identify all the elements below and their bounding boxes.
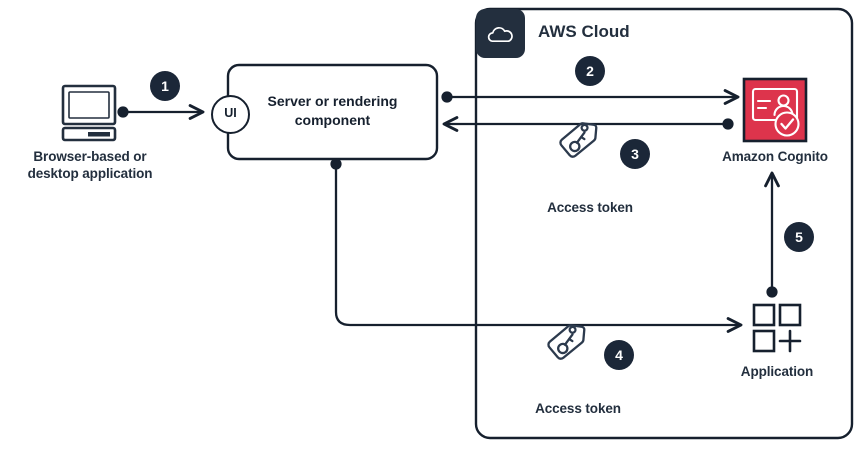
access-token-bottom-label: Access token [535, 401, 621, 416]
cognito-label: Amazon Cognito [722, 149, 828, 164]
aws-cloud-title: AWS Cloud [538, 22, 630, 41]
aws-cloud-boundary [474, 7, 854, 440]
step-badge-2: 2 [575, 56, 605, 86]
amazon-cognito-icon [742, 77, 808, 143]
cloud-icon [487, 27, 513, 43]
desktop-computer-icon [61, 84, 117, 142]
step-badge-5: 5 [784, 222, 814, 252]
tag-key-icon-top [559, 122, 598, 158]
server-component-label: Server or rendering component [267, 93, 398, 128]
step-badge-1: 1 [150, 71, 180, 101]
step-badge-3: 3 [620, 139, 650, 169]
access-token-top-label: Access token [547, 200, 633, 215]
tag-key-icon-bottom [547, 324, 586, 360]
ui-port-label: UI [211, 95, 250, 134]
application-grid-icon [752, 303, 802, 353]
application-label: Application [740, 364, 814, 379]
step-badge-4: 4 [604, 340, 634, 370]
client-label: Browser-based or desktop application [27, 149, 153, 181]
flow4-elbow-line [334, 164, 743, 333]
aws-cloud-badge [476, 9, 525, 58]
